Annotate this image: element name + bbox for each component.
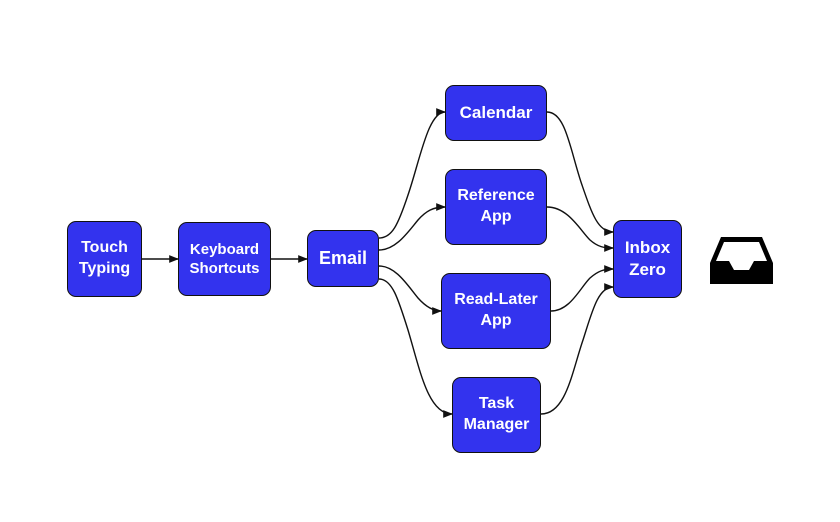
edge-reference-app-inbox-zero [546,206,614,252]
node-calendar-line-1: Calendar [459,102,533,122]
edge-email-reference-app [378,203,446,251]
node-touch-typing-line-1: Touch [81,239,128,257]
node-keyboard-shortcuts-line-1: Keyboard [189,240,260,258]
node-read-later-app-line-2: App [480,312,512,329]
node-task-manager-line-2: Manager [463,416,530,433]
edge-email-calendar [378,108,446,239]
node-calendar: Calendar [445,85,547,141]
inbox-tray-icon [710,237,773,284]
node-keyboard-shortcuts-line-2: Shortcuts [189,260,260,277]
edge-email-read-later-app [378,265,442,315]
node-touch-typing-line-2: Typing [78,260,131,277]
edge-calendar-inbox-zero [546,111,614,236]
node-reference-app-line-1: Reference [457,187,535,205]
node-inbox-zero-line-1: Inbox [624,237,671,257]
node-email: Email [307,230,379,287]
node-task-manager-line-1: Task [478,395,515,413]
edge-read-later-app-inbox-zero [550,265,614,312]
node-read-later-app-line-1: Read-Later [454,291,538,309]
edge-task-manager-inbox-zero [540,283,614,415]
edge-email-task-manager [378,278,453,418]
node-reference-app-line-2: App [480,208,512,225]
node-inbox-zero-line-2: Zero [629,260,666,279]
node-email-line-1: Email [318,247,368,268]
